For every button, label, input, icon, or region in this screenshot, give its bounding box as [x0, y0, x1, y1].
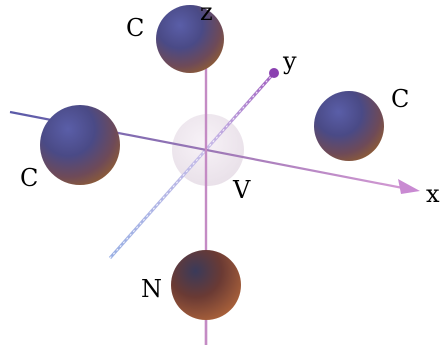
z-axis-label: z	[200, 0, 213, 26]
x-axis-arrowhead	[398, 179, 420, 194]
y-axis-label: y	[282, 47, 297, 75]
atom-v-label: V	[232, 176, 251, 204]
y-axis	[108, 68, 279, 259]
atom-n-sphere	[171, 250, 241, 320]
y-axis-arrowhead	[269, 68, 279, 78]
atom-c-top-sphere	[156, 5, 224, 73]
atom-c-left-label: C	[20, 164, 38, 192]
atom-c-left-sphere	[40, 105, 120, 185]
atom-n-label: N	[141, 275, 162, 303]
x-axis-label: x	[426, 180, 440, 208]
atom-c-right-label: C	[391, 85, 409, 113]
atom-c-right-sphere	[314, 91, 384, 161]
atom-c-top-label: C	[126, 14, 144, 42]
